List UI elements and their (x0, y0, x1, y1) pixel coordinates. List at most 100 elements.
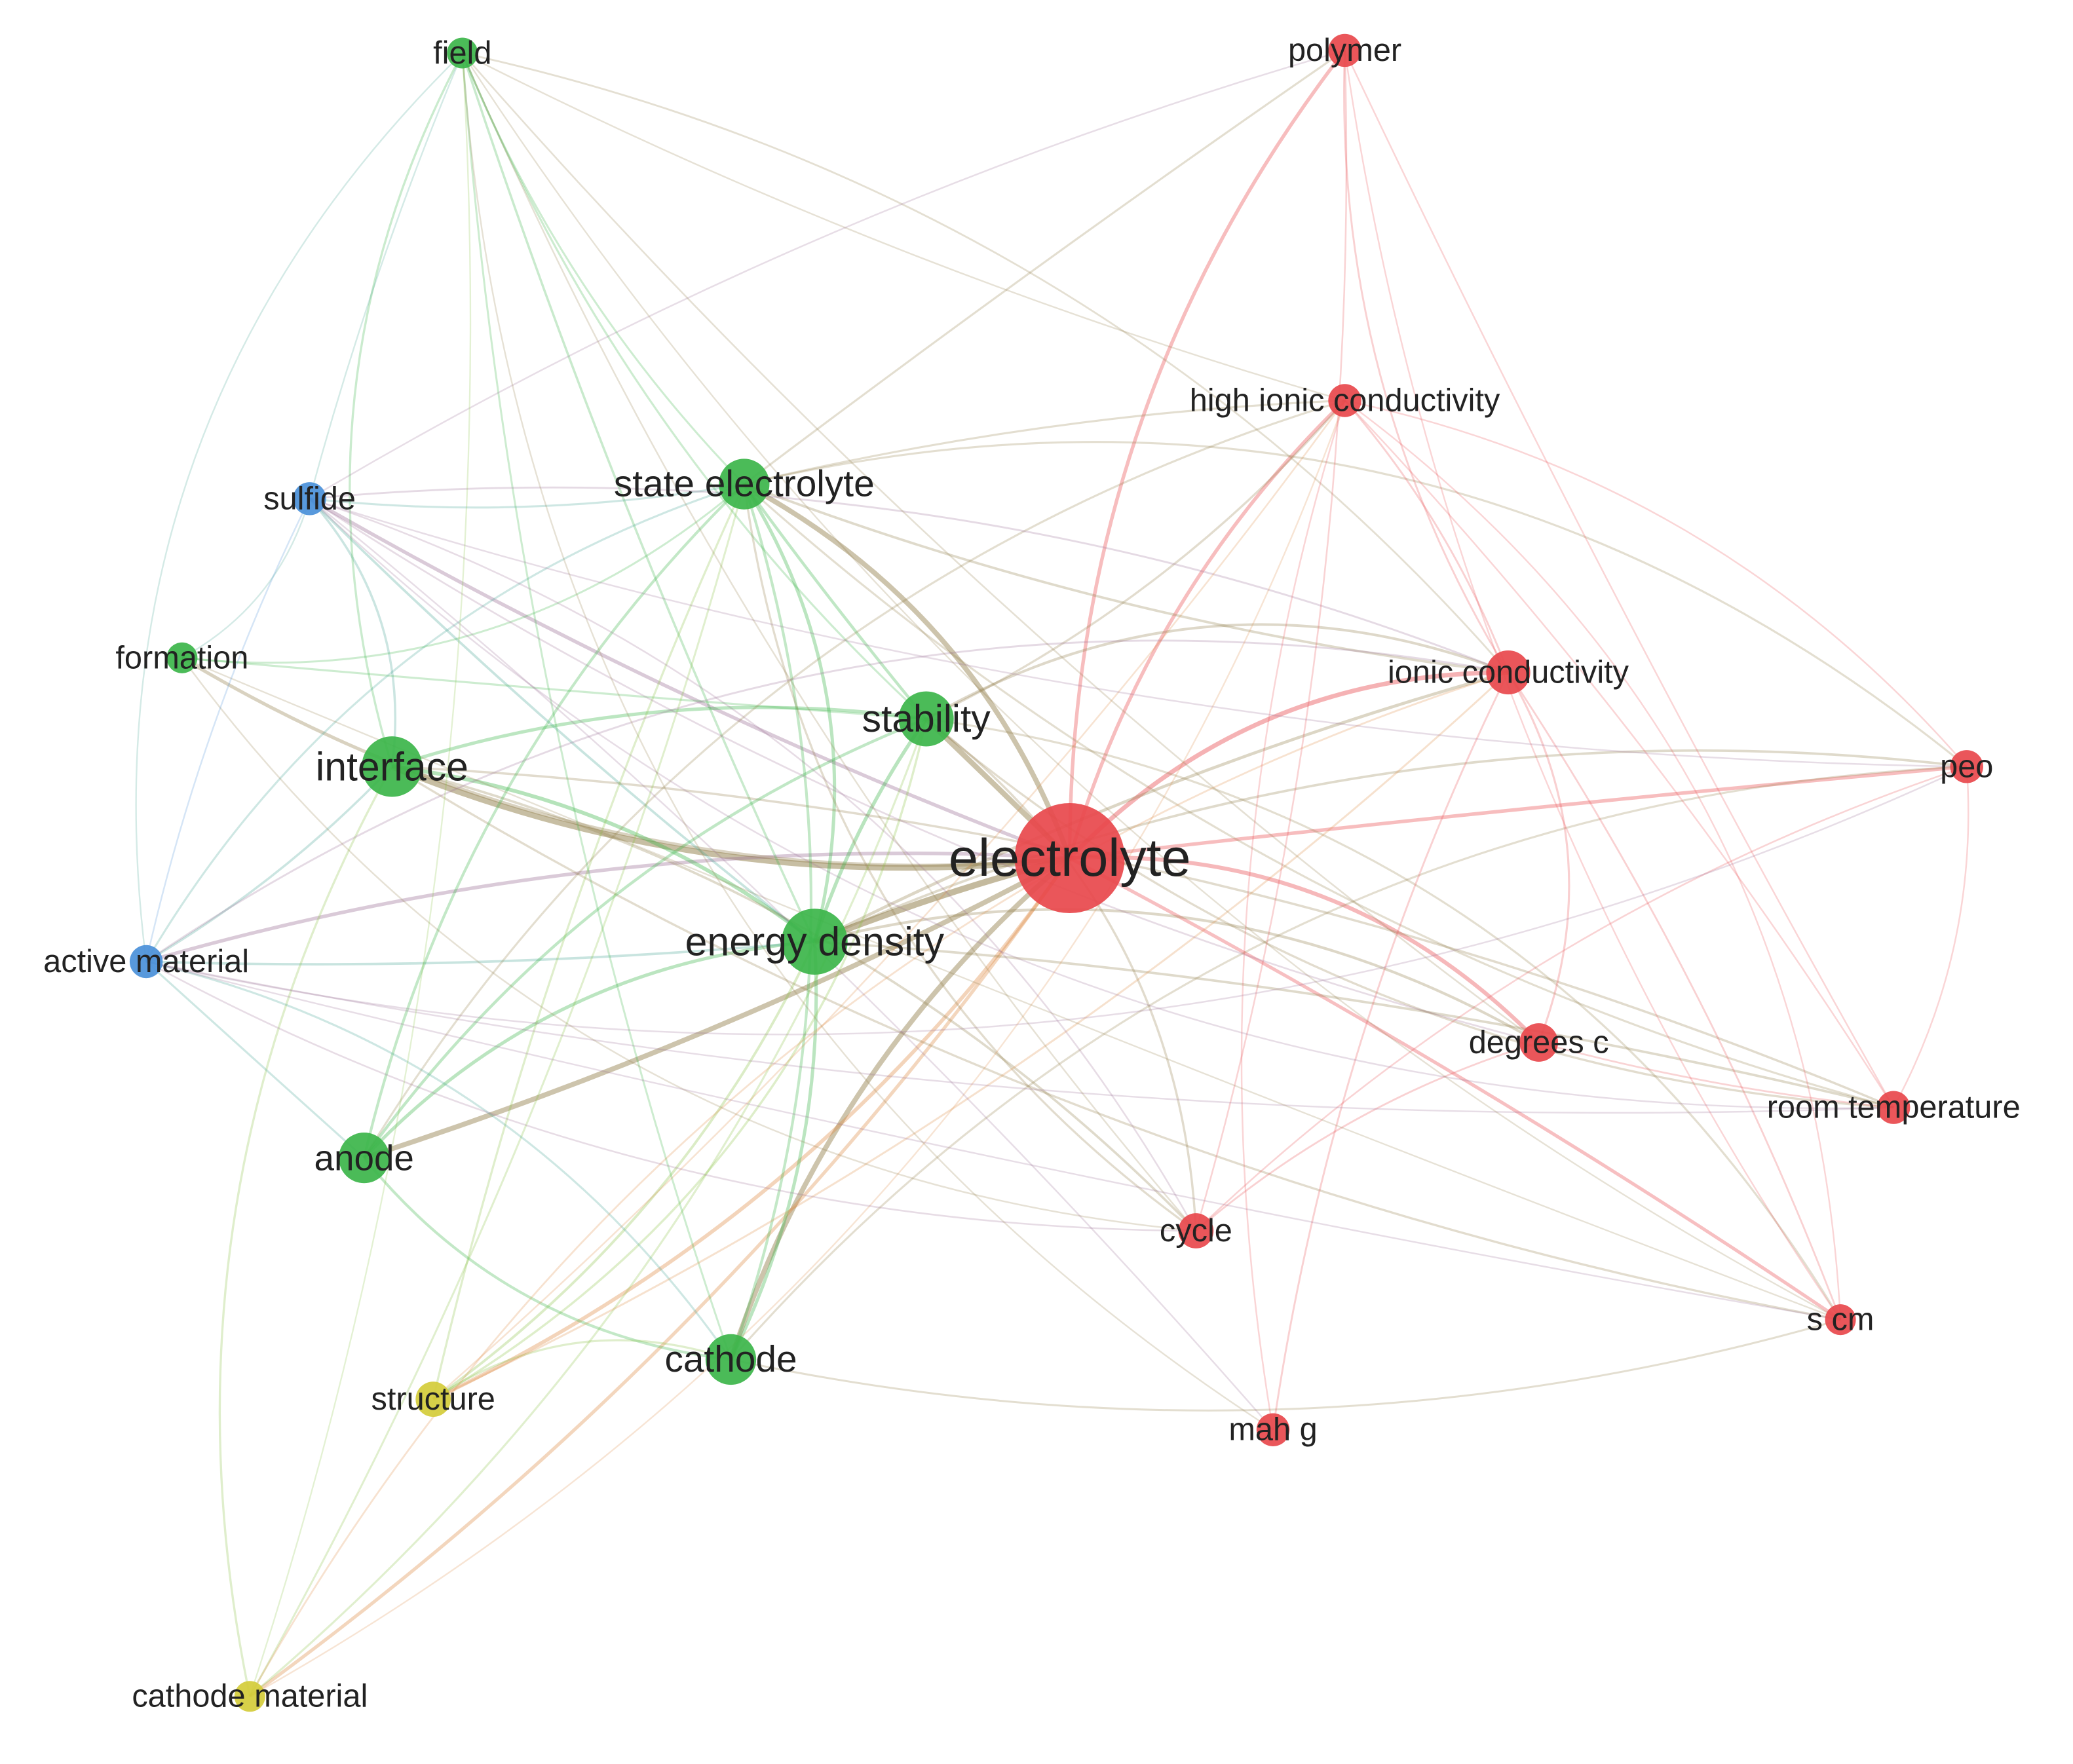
link-stability-field (461, 52, 927, 720)
node-room-temperature[interactable] (1876, 1091, 1911, 1124)
link-ionic-conductivity-field (462, 52, 1510, 673)
node-anode[interactable] (339, 1133, 390, 1184)
link-cathode-active-material (145, 960, 732, 1361)
link-high-ionic-conductivity-peo (1344, 400, 1968, 768)
link-electrolyte-structure (432, 857, 1072, 1401)
node-label-sulfide: sulfide (263, 481, 356, 516)
node-formation[interactable] (166, 642, 198, 673)
link-degrees-c-sulfide (309, 498, 1539, 1043)
link-electrolyte-active-material (145, 852, 1070, 964)
link-cycle-formation (181, 657, 1196, 1232)
node-cycle[interactable] (1178, 1213, 1214, 1248)
node-label-electrolyte: electrolyte (949, 829, 1191, 888)
link-energy-density-degrees-c (814, 908, 1540, 1044)
node-mah-g[interactable] (1256, 1413, 1290, 1446)
link-cathode-s-cm (731, 1319, 1841, 1412)
node-interface[interactable] (362, 736, 423, 797)
link-energy-density-field (461, 52, 816, 943)
node-energy-density[interactable] (781, 909, 848, 975)
link-electrolyte-ionic-conductivity (1068, 670, 1509, 860)
node-polymer[interactable] (1328, 33, 1361, 67)
node-degrees-c[interactable] (1519, 1023, 1559, 1062)
link-state-electrolyte-high-ionic-conductivity (744, 399, 1345, 485)
link-energy-density-cathode (729, 941, 818, 1361)
node-sulfide[interactable] (293, 482, 326, 516)
node-label-high-ionic-conductivity: high ionic conductivity (1190, 383, 1500, 418)
node-cathode[interactable] (705, 1334, 757, 1385)
link-high-ionic-conductivity-room-temperature (1344, 400, 1895, 1108)
link-state-electrolyte-cathode-material (248, 483, 746, 1697)
link-ionic-conductivity-degrees-c (1507, 671, 1570, 1043)
link-energy-density-ionic-conductivity (814, 671, 1509, 943)
link-energy-density-sulfide (309, 498, 816, 943)
node-label-stability: stability (862, 698, 991, 740)
link-high-ionic-conductivity-s-cm (1344, 400, 1842, 1320)
link-cycle-field (461, 52, 1197, 1231)
link-energy-density-anode (362, 940, 815, 1159)
link-state-electrolyte-ionic-conductivity (744, 483, 1509, 674)
node-label-cycle: cycle (1160, 1213, 1232, 1248)
link-polymer-cycle (1195, 50, 1348, 1231)
link-electrolyte-cathode (728, 856, 1072, 1361)
link-state-electrolyte-anode (362, 483, 746, 1159)
link-electrolyte-cathode-material (248, 857, 1071, 1698)
node-label-formation: formation (115, 640, 248, 675)
node-stability[interactable] (898, 691, 954, 747)
link-state-electrolyte-field (461, 52, 745, 485)
link-electrolyte-state-electrolyte (742, 481, 1073, 859)
node-peo[interactable] (1950, 750, 1983, 783)
link-state-electrolyte-sulfide (309, 483, 745, 509)
link-mah-g-field (461, 52, 1274, 1431)
link-interface-sulfide (309, 498, 396, 767)
link-high-ionic-conductivity-cathode-material (249, 400, 1346, 1697)
link-ionic-conductivity-s-cm (1507, 671, 1842, 1321)
node-label-anode: anode (314, 1138, 414, 1178)
link-state-electrolyte-structure (432, 483, 746, 1400)
node-structure[interactable] (415, 1381, 451, 1417)
link-stability-anode (362, 717, 927, 1159)
node-electrolyte[interactable] (1014, 803, 1125, 914)
node-cathode-material[interactable] (234, 1681, 265, 1712)
node-label-cathode-material: cathode material (132, 1679, 368, 1714)
link-energy-density-state-electrolyte (742, 483, 837, 943)
node-label-degrees-c: degrees c (1469, 1025, 1609, 1060)
node-state-electrolyte[interactable] (719, 459, 770, 510)
link-ionic-conductivity-cathode-material (249, 671, 1509, 1697)
link-state-electrolyte-cycle (743, 483, 1197, 1232)
link-ionic-conductivity-sulfide (309, 486, 1509, 673)
node-label-structure: structure (371, 1381, 495, 1417)
node-ionic-conductivity[interactable] (1486, 650, 1531, 695)
link-peo-sulfide (309, 498, 1967, 768)
link-electrolyte-formation (181, 656, 1070, 867)
link-high-ionic-conductivity-mah-g (1240, 400, 1346, 1430)
link-state-electrolyte-formation (181, 483, 745, 664)
link-active-material-field (135, 52, 463, 962)
link-state-electrolyte-active-material (145, 483, 745, 962)
link-stability-formation (181, 656, 926, 721)
link-interface-field (349, 52, 464, 767)
link-energy-density-structure (432, 941, 816, 1400)
link-peo-room-temperature (1893, 766, 1969, 1108)
link-high-ionic-conductivity-structure (432, 400, 1346, 1400)
link-stability-s-cm (926, 717, 1842, 1321)
node-active-material[interactable] (129, 945, 163, 979)
link-sulfide-active-material (145, 498, 311, 962)
link-state-electrolyte-peo (744, 441, 1968, 768)
link-cathode-field (461, 52, 732, 1360)
link-interface-cathode-material (218, 766, 393, 1697)
link-degrees-c-room-temperature (1538, 1042, 1894, 1109)
node-field[interactable] (447, 37, 478, 69)
link-peo-cycle (1195, 766, 1968, 1231)
link-polymer-sulfide (309, 49, 1345, 500)
link-interface-s-cm (391, 765, 1841, 1321)
link-field-cathode-material (249, 52, 472, 1697)
node-label-polymer: polymer (1288, 33, 1401, 68)
link-anode-cathode (363, 1157, 731, 1361)
link-s-cm-active-material (145, 960, 1841, 1321)
node-high-ionic-conductivity[interactable] (1328, 384, 1361, 417)
node-s-cm[interactable] (1825, 1304, 1856, 1336)
link-degrees-c-cycle (1195, 1042, 1540, 1232)
link-degrees-c-field (461, 52, 1540, 1043)
node-label-s-cm: s cm (1807, 1302, 1874, 1338)
link-ionic-conductivity-mah-g (1272, 671, 1510, 1430)
